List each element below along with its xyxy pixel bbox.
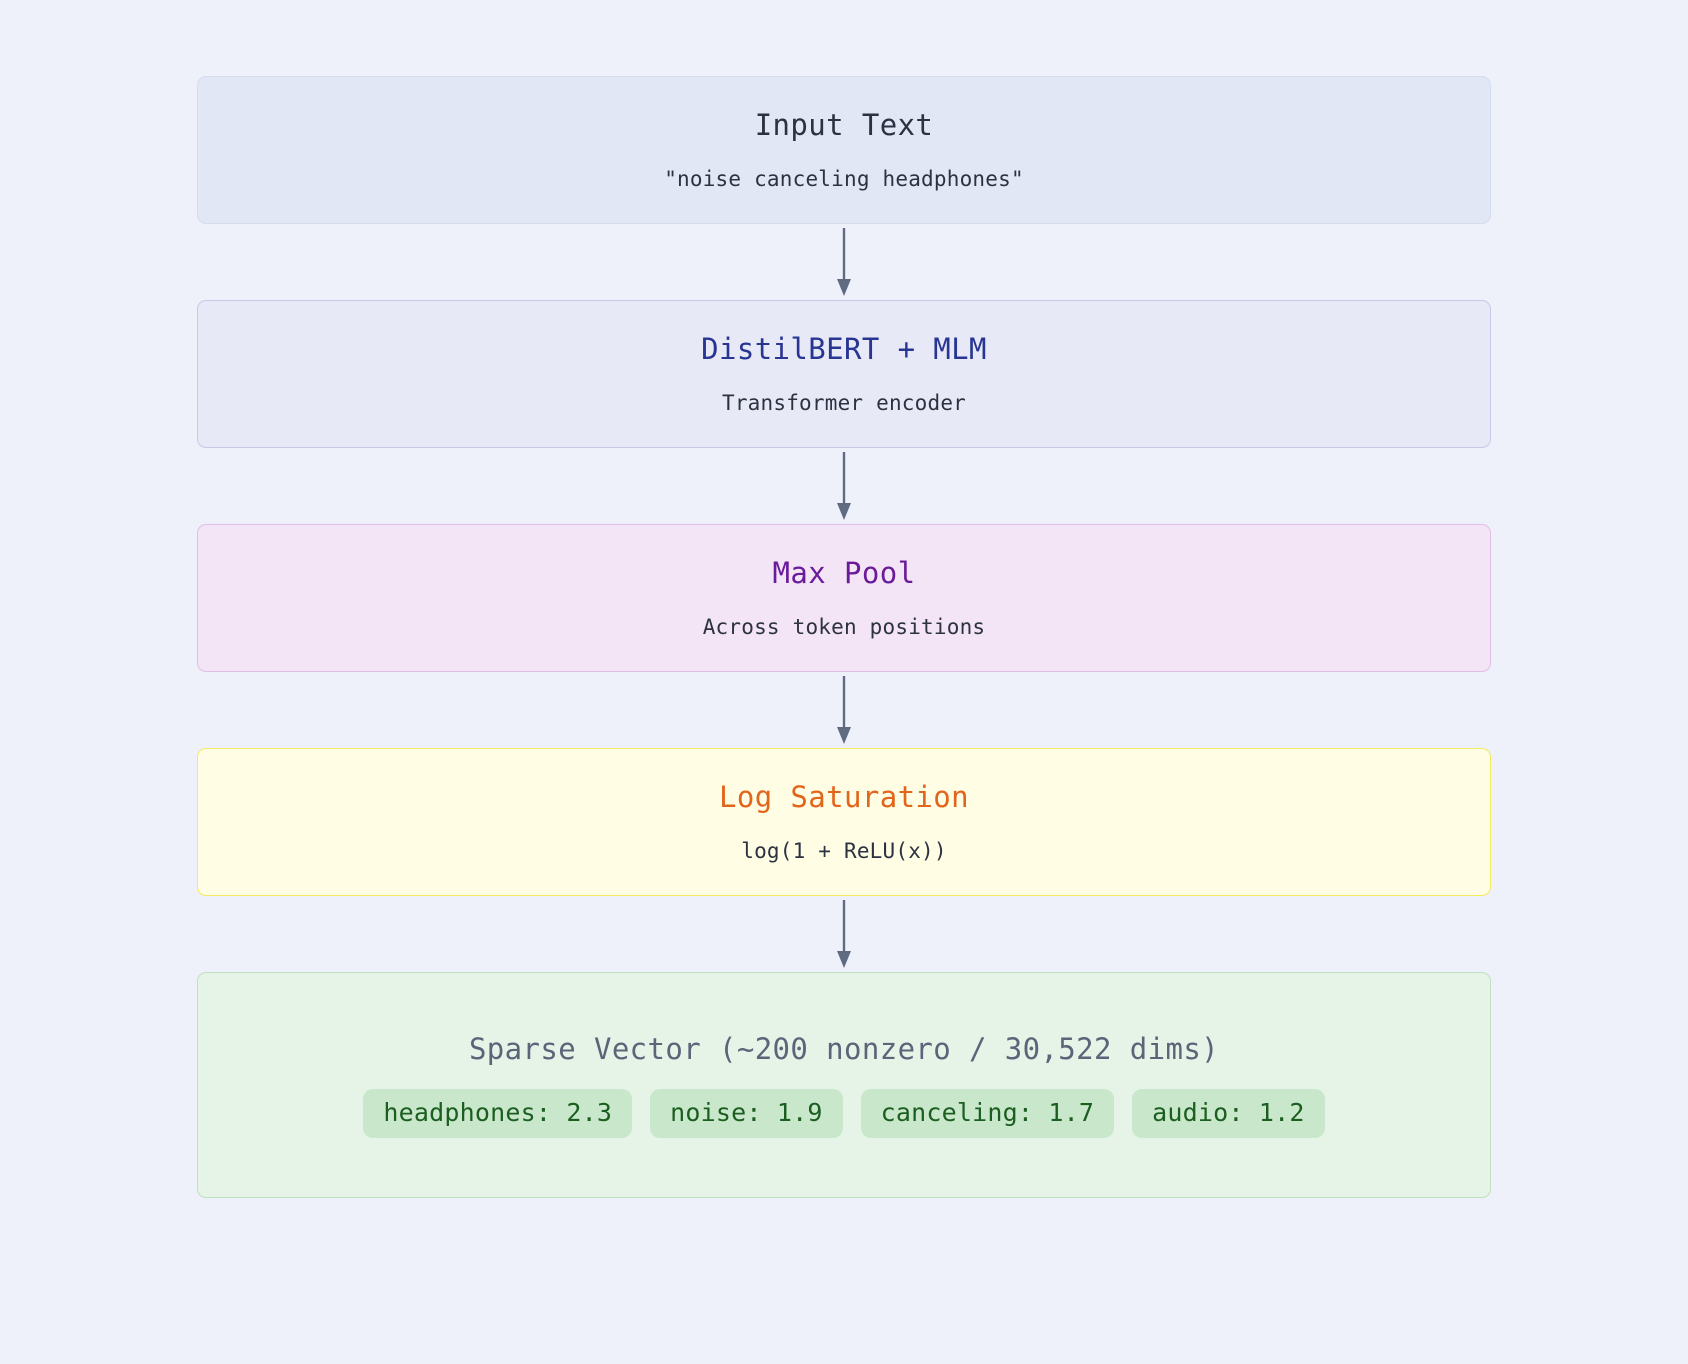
node-sparse-vector-title: Sparse Vector (~200 nonzero / 30,522 dim… (468, 1032, 1220, 1067)
node-input-text-subtitle: "noise canceling headphones" (664, 167, 1024, 192)
sparse-term-chip: noise: 1.9 (650, 1088, 843, 1138)
node-input-text: Input Text "noise canceling headphones" (197, 76, 1491, 224)
sparse-term-chip: headphones: 2.3 (363, 1088, 633, 1138)
node-log-saturation: Log Saturation log(1 + ReLU(x)) (197, 748, 1491, 896)
node-distilbert-mlm-title: DistilBERT + MLM (701, 331, 987, 366)
node-input-text-title: Input Text (754, 107, 934, 142)
arrow-down-icon (837, 900, 851, 968)
node-max-pool-title: Max Pool (772, 555, 916, 590)
arrow-down-icon (837, 228, 851, 296)
arrow-pool-to-saturation (197, 672, 1491, 748)
arrow-down-icon (837, 676, 851, 744)
node-distilbert-mlm: DistilBERT + MLM Transformer encoder (197, 300, 1491, 448)
arrow-saturation-to-output (197, 896, 1491, 972)
node-distilbert-mlm-subtitle: Transformer encoder (721, 391, 967, 416)
arrow-input-to-model (197, 224, 1491, 300)
node-max-pool: Max Pool Across token positions (197, 524, 1491, 672)
arrow-model-to-pool (197, 448, 1491, 524)
sparse-term-chip: audio: 1.2 (1132, 1088, 1325, 1138)
sparse-term-chip: canceling: 1.7 (860, 1088, 1115, 1138)
node-max-pool-subtitle: Across token positions (702, 615, 986, 640)
node-log-saturation-subtitle: log(1 + ReLU(x)) (741, 839, 947, 864)
sparse-vector-term-list: headphones: 2.3 noise: 1.9 canceling: 1.… (363, 1088, 1325, 1138)
node-log-saturation-title: Log Saturation (718, 779, 970, 814)
arrow-down-icon (837, 452, 851, 520)
node-sparse-vector: Sparse Vector (~200 nonzero / 30,522 dim… (197, 972, 1491, 1198)
flowchart: Input Text "noise canceling headphones" … (144, 0, 1544, 1198)
